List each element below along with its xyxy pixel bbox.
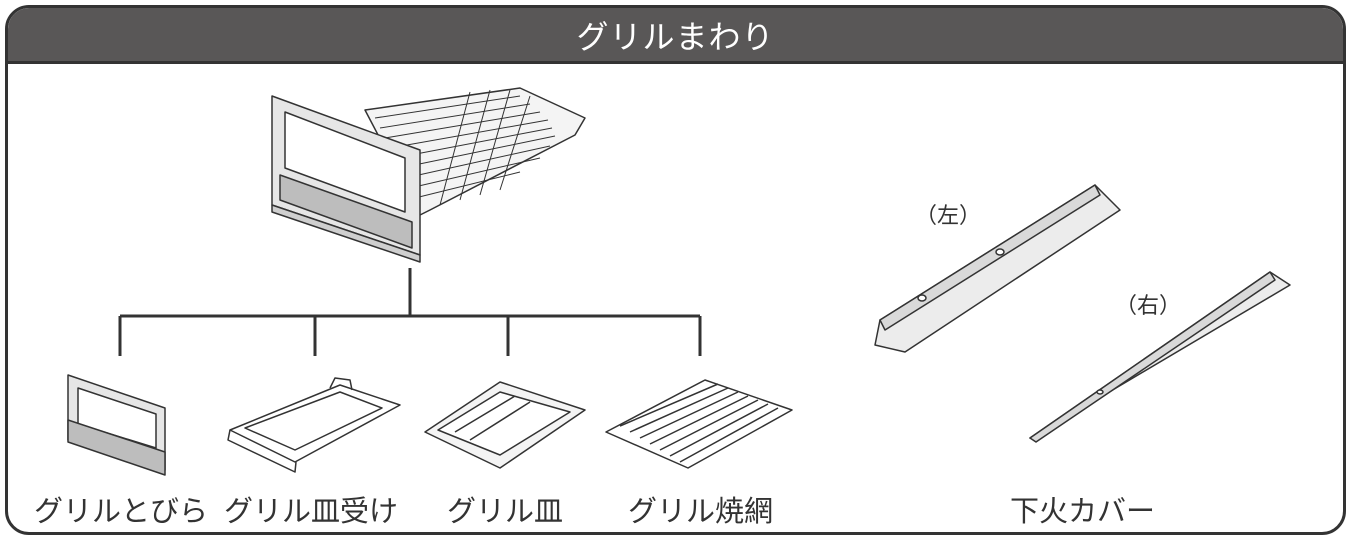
diagram-frame: グリルまわり xyxy=(5,5,1346,535)
grill-pan-illustration xyxy=(424,381,586,469)
burner-cover-right-illustration xyxy=(1029,271,1291,443)
part-label-burner-cover: 下火カバー xyxy=(1010,494,1156,528)
burner-cover-right-label: （右） xyxy=(1115,294,1182,319)
grill-pan-holder-illustration xyxy=(227,377,401,473)
part-label-grill-pan: グリル皿 xyxy=(447,494,564,528)
connector-lines xyxy=(118,268,702,356)
part-label-grill-pan-holder: グリル皿受け xyxy=(224,494,399,528)
burner-cover-left-illustration xyxy=(874,184,1121,353)
grill-door-illustration xyxy=(67,374,166,476)
page-title: グリルまわり xyxy=(576,17,775,56)
part-label-grill-door: グリルとびら xyxy=(34,494,209,528)
grill-assembly-illustration xyxy=(271,87,586,263)
grill-rack-illustration xyxy=(605,379,793,469)
header-bar: グリルまわり xyxy=(8,8,1343,64)
part-label-grill-rack: グリル焼網 xyxy=(628,494,774,528)
burner-cover-left-label: （左） xyxy=(915,204,982,229)
